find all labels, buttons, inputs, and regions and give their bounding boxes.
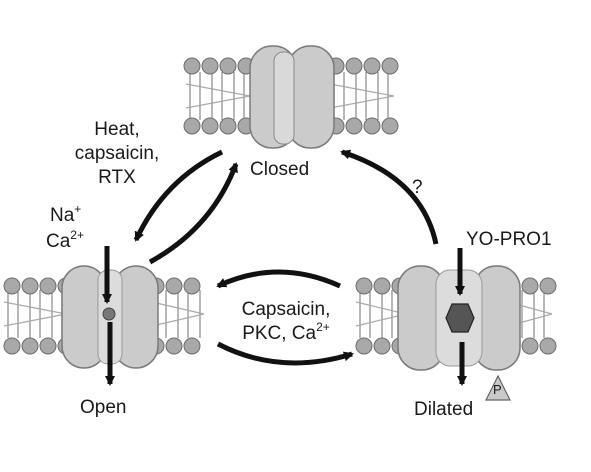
activators-label: Heat, capsaicin, RTX — [62, 118, 172, 190]
dilation-stimulus-pkc-text: PKC, Ca — [242, 323, 317, 344]
ion-na-symbol: Na — [50, 205, 75, 226]
open-state-label: Open — [80, 397, 127, 418]
closed-state-label: Closed — [250, 159, 310, 180]
channel-closed — [249, 45, 335, 149]
arrow-dilated-to-closed — [340, 149, 439, 245]
phospho-tag-label: P — [493, 382, 502, 397]
activator-rtx: RTX — [98, 167, 136, 188]
permeating-ion — [102, 307, 116, 321]
arrow-open-to-closed — [148, 162, 239, 265]
activator-capsaicin: capsaicin, — [74, 143, 160, 164]
arrow-open-to-dilated — [216, 341, 354, 366]
membrane-closed — [183, 45, 399, 149]
arrow-dilated-to-open — [216, 269, 342, 289]
dilated-state-label: Dilated — [414, 399, 474, 420]
lipid-bilayer-right — [329, 72, 395, 120]
dilation-stimulus-pkc-ca: PKC, Ca2+ — [218, 320, 354, 347]
ion-na-charge: + — [74, 202, 82, 216]
membrane-dilated — [355, 265, 557, 401]
channel-dilated — [397, 265, 521, 371]
unknown-return-label: ? — [412, 177, 423, 198]
transition-arrows — [102, 149, 467, 386]
ion-ca-label: Ca2+ — [46, 228, 84, 255]
ion-na-label: Na+ — [50, 202, 82, 229]
ion-ca-charge: 2+ — [70, 228, 84, 242]
phospho-tag-icon — [485, 374, 511, 401]
arrow-closed-to-open — [133, 149, 224, 242]
dye-label: YO-PRO1 — [466, 229, 552, 250]
lipid-bilayer-left — [3, 290, 67, 338]
dilation-stimuli-label: Capsaicin, PKC, Ca2+ — [218, 298, 354, 347]
channel-open — [61, 265, 159, 369]
lipid-bilayer-left — [185, 72, 251, 120]
ion-ca-symbol: Ca — [46, 231, 71, 252]
activator-heat: Heat, — [94, 119, 140, 140]
lipid-bilayer-right — [151, 290, 205, 338]
membrane-open — [3, 265, 205, 369]
dye-hexagon-icon — [445, 303, 475, 333]
dilation-ca-charge: 2+ — [316, 320, 330, 334]
dilation-stimulus-capsaicin: Capsaicin, — [241, 299, 331, 320]
